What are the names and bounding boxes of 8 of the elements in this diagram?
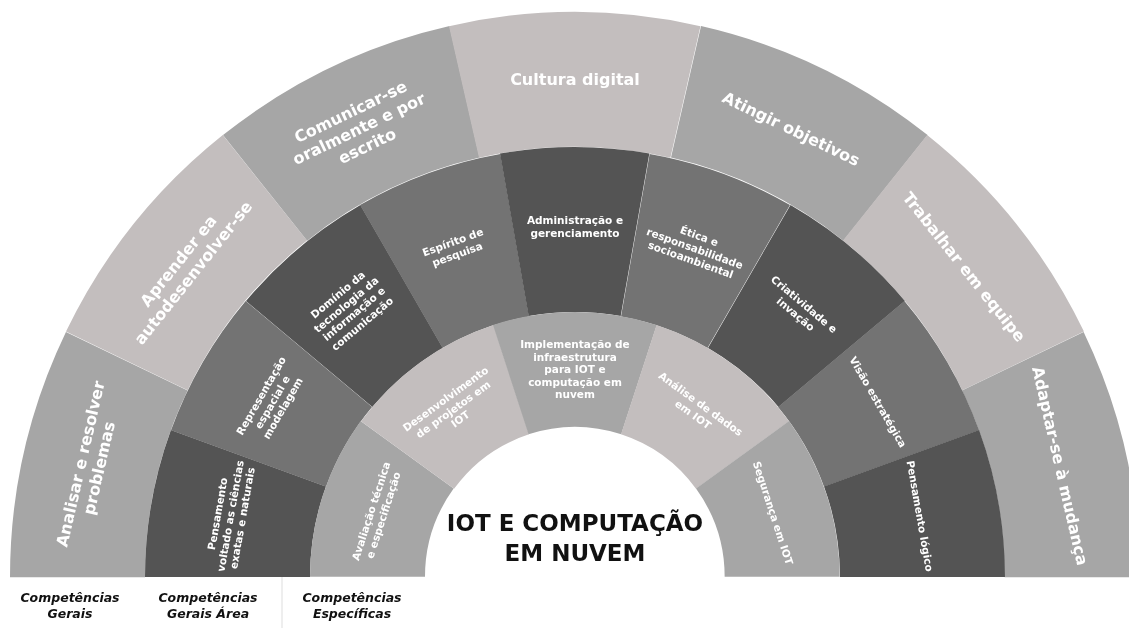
center-title: IOT E COMPUTAÇÃO EM NUVEM — [435, 509, 715, 569]
ring-segment — [449, 12, 701, 158]
segment-label: Administração e gerenciamento — [525, 214, 625, 240]
ring-caption: Competências Gerais Área — [157, 590, 259, 623]
ring-caption: Competências Específicas — [301, 590, 403, 623]
segment-label: Implementação de infraestrutura para IOT e computação em nuvem — [519, 337, 631, 401]
ring-caption: Competências Gerais — [19, 590, 121, 623]
segment-label: Cultura digital — [509, 70, 641, 90]
